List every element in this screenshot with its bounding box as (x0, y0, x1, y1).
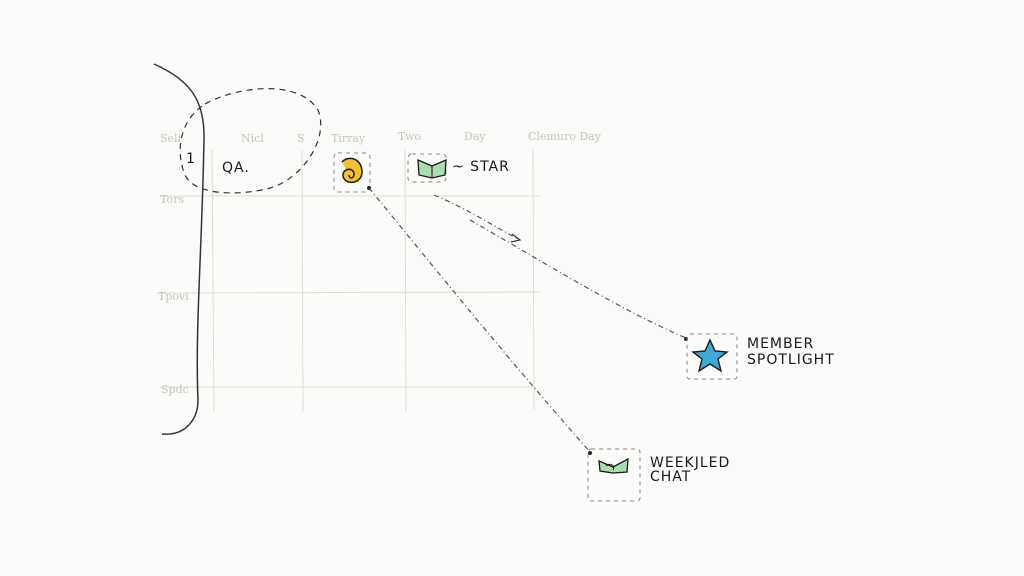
row-label: Tpovi (158, 290, 189, 303)
open-book-icon (417, 158, 447, 179)
qa-label: QA. (222, 160, 250, 176)
column-header: Tirray (331, 132, 366, 145)
column-header: Two (398, 130, 421, 143)
schedule-grid (159, 149, 541, 413)
spotlight-box (686, 333, 738, 380)
bracket (153, 63, 205, 435)
row-label: Spdc (161, 383, 189, 396)
cell-marker: 1 (186, 151, 196, 167)
column-header: S (297, 132, 305, 145)
connector-to-member-spotlight (433, 194, 687, 339)
member-spotlight-line-1: MEMBER (747, 336, 814, 352)
column-header: Nicl (241, 132, 264, 145)
weekly-chat-line-1: WEEKJLED (650, 455, 730, 471)
column-header: Day (464, 130, 486, 143)
open-book-icon (598, 457, 629, 474)
column-header: Seli (160, 132, 182, 145)
weekly-chat-line-2: CHAT (650, 469, 691, 485)
member-spotlight-line-2: SPOTLIGHT (747, 352, 835, 368)
row-label: Tors (160, 193, 184, 206)
connector-to-weekly-chat (368, 187, 591, 453)
swirl-box (333, 152, 371, 193)
weekly-chat-box (587, 448, 641, 502)
spiral-icon (341, 157, 363, 184)
qa-circle (179, 88, 322, 194)
column-header: Clemuro Day (528, 130, 602, 143)
star-icon (691, 338, 729, 373)
star-label: ~ STAR (452, 159, 510, 175)
